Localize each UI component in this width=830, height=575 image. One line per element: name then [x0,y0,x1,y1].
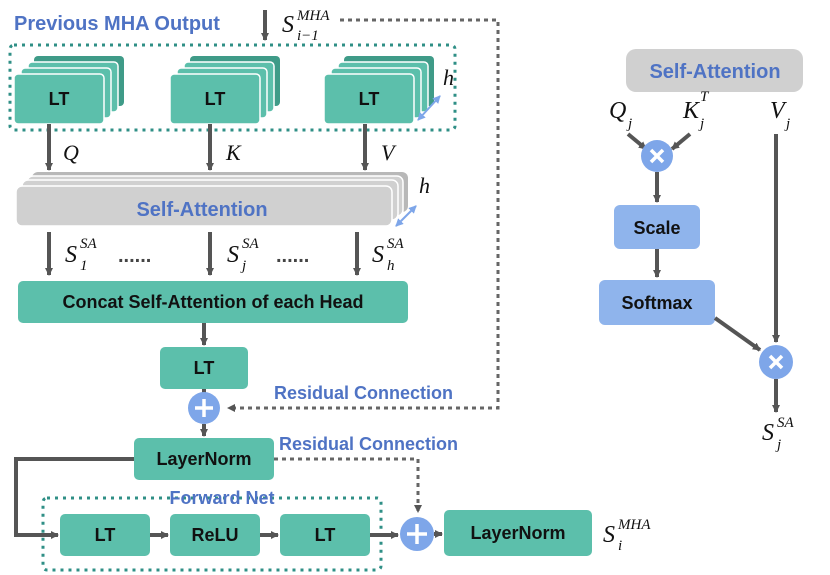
svg-text:S: S [227,242,239,268]
sj-sa-symbol: S SA j [762,415,795,453]
layernorm-box-1 [134,438,274,480]
residual-connection-line-2 [274,457,422,513]
svg-text:LT: LT [205,89,226,109]
svg-text:j: j [626,116,632,132]
concat-box [18,281,408,323]
softmax-box [599,280,715,325]
relu-label: ReLU [191,525,238,545]
svg-text:LT: LT [49,89,70,109]
svg-text:MHA: MHA [617,517,651,533]
svg-text:Q: Q [609,98,626,124]
layernorm-to-forward-line [14,457,134,539]
concat-label: Concat Self-Attention of each Head [62,292,363,312]
svg-text:j: j [775,437,781,453]
forward-lt-box-2-label: LT [315,525,336,545]
forward-net-label: Forward Net [169,488,274,508]
q-to-mult-arrow [626,132,648,151]
v-label: V [381,140,397,165]
layernorm-box-1-label: LayerNorm [156,449,251,469]
forward-lt-box-1 [60,514,150,556]
self-attention-header-label: Self-Attention [649,61,780,83]
dots-right: ...... [276,245,309,267]
h-label-mid: h [419,173,430,198]
lt-box-mid-label: LT [194,358,215,378]
lt-stack-border [8,43,457,132]
sa-1-symbol: S SA 1 [65,236,98,274]
residual-connection-label-2: Residual Connection [279,434,458,454]
layernorm-box-2 [444,510,592,556]
lt-stack-k: LT [169,56,280,125]
svg-text:S: S [65,242,77,268]
add-circle-1 [188,392,220,424]
kjt-symbol: K T j [682,89,710,132]
softmax-label: Softmax [621,293,692,313]
q-label: Q [63,140,79,165]
svg-text:V: V [770,98,787,124]
self-attention-stack: Self-Attention [15,172,408,227]
self-attention-header-box [626,49,803,92]
lt-box-mid [160,347,248,389]
svg-text:SA: SA [80,236,98,252]
qj-symbol: Q j [609,98,632,132]
lt-stack-q: LT [13,56,124,125]
sa-j-symbol: S SA j [227,236,260,274]
svg-text:SA: SA [242,236,260,252]
svg-text:S: S [372,242,384,268]
forward-lt-box-2 [280,514,370,556]
svg-text:K: K [682,98,701,124]
softmax-to-mult-arrow [713,316,762,352]
residual-connection-line-1 [227,18,500,412]
lt-stack-v: LT [323,56,434,125]
scale-label: Scale [633,218,680,238]
svg-text:T: T [700,89,710,105]
svg-text:SA: SA [387,236,405,252]
sa-h-symbol: S SA h [372,236,405,274]
relu-box [170,514,260,556]
multiply-circle-2 [759,345,793,379]
svg-text:1: 1 [80,258,88,274]
svg-text:SA: SA [777,415,795,431]
svg-text:LT: LT [359,89,380,109]
head-count-arrow-top [417,95,441,121]
add-circle-2 [400,517,434,551]
svg-text:S: S [762,420,774,446]
svg-text:j: j [784,116,790,132]
svg-text:MHA: MHA [296,8,330,24]
k-to-mult-arrow [670,132,692,151]
dots-left: ...... [118,245,151,267]
svg-text:S: S [603,522,615,548]
svg-text:h: h [387,258,395,274]
output-symbol: S MHA i [603,517,651,554]
input-symbol: S MHA i−1 [282,8,330,44]
prev-mha-output-label: Previous MHA Output [14,13,220,35]
svg-text:i: i [618,538,622,554]
scale-box [614,205,700,249]
h-label-top: h [443,65,454,90]
head-count-arrow-mid [395,205,417,227]
svg-text:S: S [282,12,294,38]
residual-connection-label-1: Residual Connection [274,383,453,403]
svg-text:j: j [240,258,246,274]
k-label: K [225,140,242,165]
svg-text:j: j [698,116,704,132]
forward-lt-box-1-label: LT [95,525,116,545]
svg-text:i−1: i−1 [297,28,319,44]
self-attention-stack-label: Self-Attention [136,199,267,221]
layernorm-box-2-label: LayerNorm [470,523,565,543]
vj-symbol: V j [770,98,790,132]
multiply-circle-1 [641,140,673,172]
